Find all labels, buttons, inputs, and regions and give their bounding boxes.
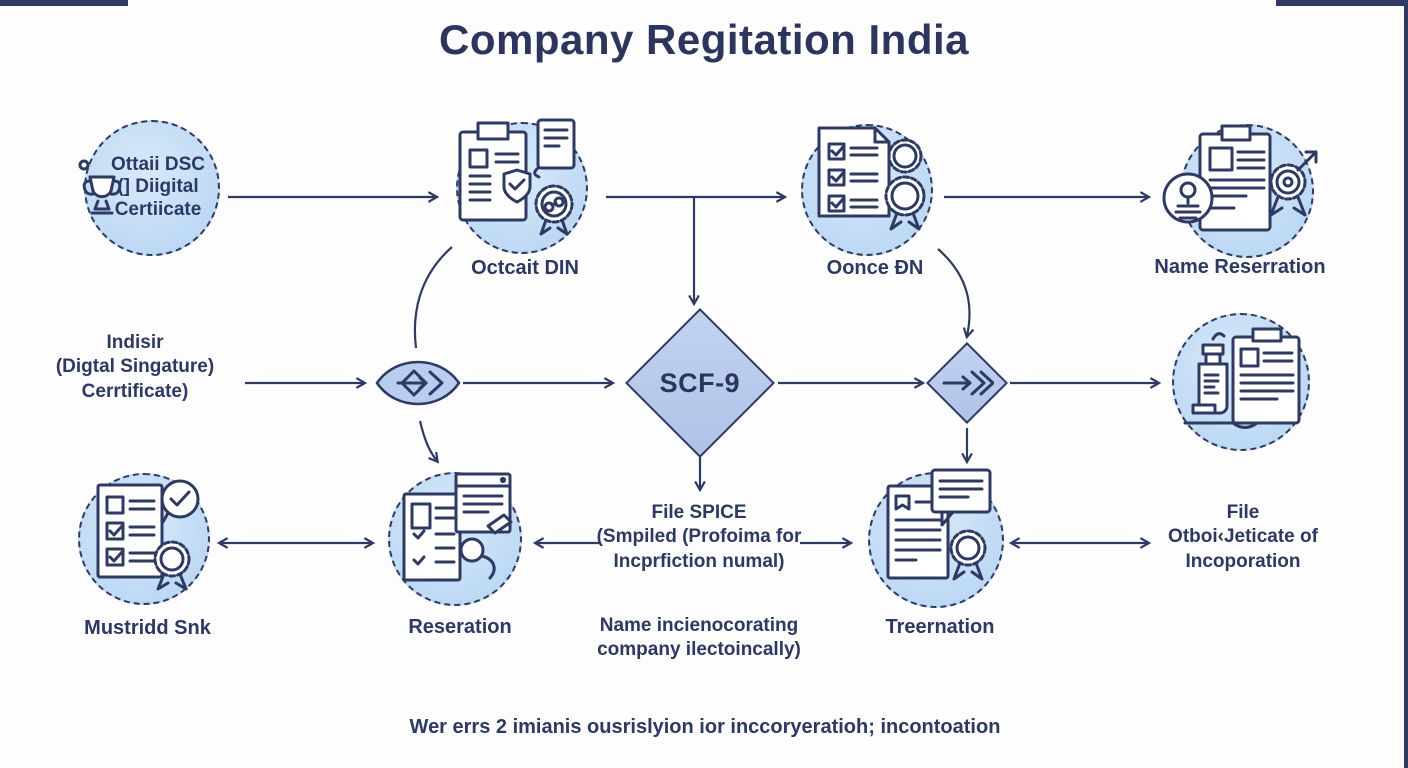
name-reservation-label: Name Reserration xyxy=(1154,256,1326,278)
node-incorporation-documents xyxy=(1165,305,1320,457)
checklist-approved-icon xyxy=(96,479,200,591)
node-reseration xyxy=(380,462,540,620)
curve-lens-to-reseration xyxy=(418,420,437,461)
checklist-badges-icon xyxy=(817,126,926,231)
document-chat-badge-icon xyxy=(886,468,992,581)
dn-label: Oonce ĐN xyxy=(826,257,924,279)
node-mustridd xyxy=(70,465,230,620)
node-treernation xyxy=(860,462,1025,620)
node-dn xyxy=(795,112,960,262)
node-dsc: Ottaii DSC (] Diigital Certiicate xyxy=(78,115,230,260)
form-review-icon xyxy=(402,472,513,582)
clipboard-stamp-badge-icon xyxy=(1162,124,1318,232)
file-cert-text: File Otboi‹Jeticate of Incoporation xyxy=(1168,502,1318,572)
din-label: Octcait DIN xyxy=(471,257,579,279)
documents-seal-icon xyxy=(458,118,576,236)
page-title: Company Regitation India xyxy=(438,16,970,63)
fastforward-icon xyxy=(940,366,994,400)
treernation-label: Treernation xyxy=(885,616,995,638)
node-name-reservation xyxy=(1150,110,1335,265)
mustridd-label: Mustridd Snk xyxy=(84,617,211,639)
top-right-border-strip xyxy=(1276,0,1408,6)
scf9-diamond: SCF-9 xyxy=(625,308,775,458)
ink-bottle-document-icon xyxy=(1183,327,1301,429)
reseration-label: Reseration xyxy=(408,616,512,638)
scf9-label: SCF-9 xyxy=(659,367,741,398)
spice-text: File SPICE (Smpiled (Profoima for Incprf… xyxy=(596,502,802,572)
fastforward-gateway-diamond xyxy=(925,341,1009,425)
indisir-text: Indisir (Digtal Singature) Cerrtificate) xyxy=(55,332,215,402)
footer-caption: Wer errs 2 imianis ousrislyion ior incco… xyxy=(409,716,1001,738)
top-left-border-strip xyxy=(0,0,128,6)
right-border-strip xyxy=(1404,0,1408,768)
lens-gateway-icon xyxy=(375,360,461,406)
dsc-label: Ottaii DSC (] Diigital Certiicate xyxy=(111,153,205,220)
person-award-icon xyxy=(78,159,122,215)
spice-note-text: Name incienocorating company ilectoincal… xyxy=(597,615,801,661)
node-din xyxy=(440,112,605,262)
